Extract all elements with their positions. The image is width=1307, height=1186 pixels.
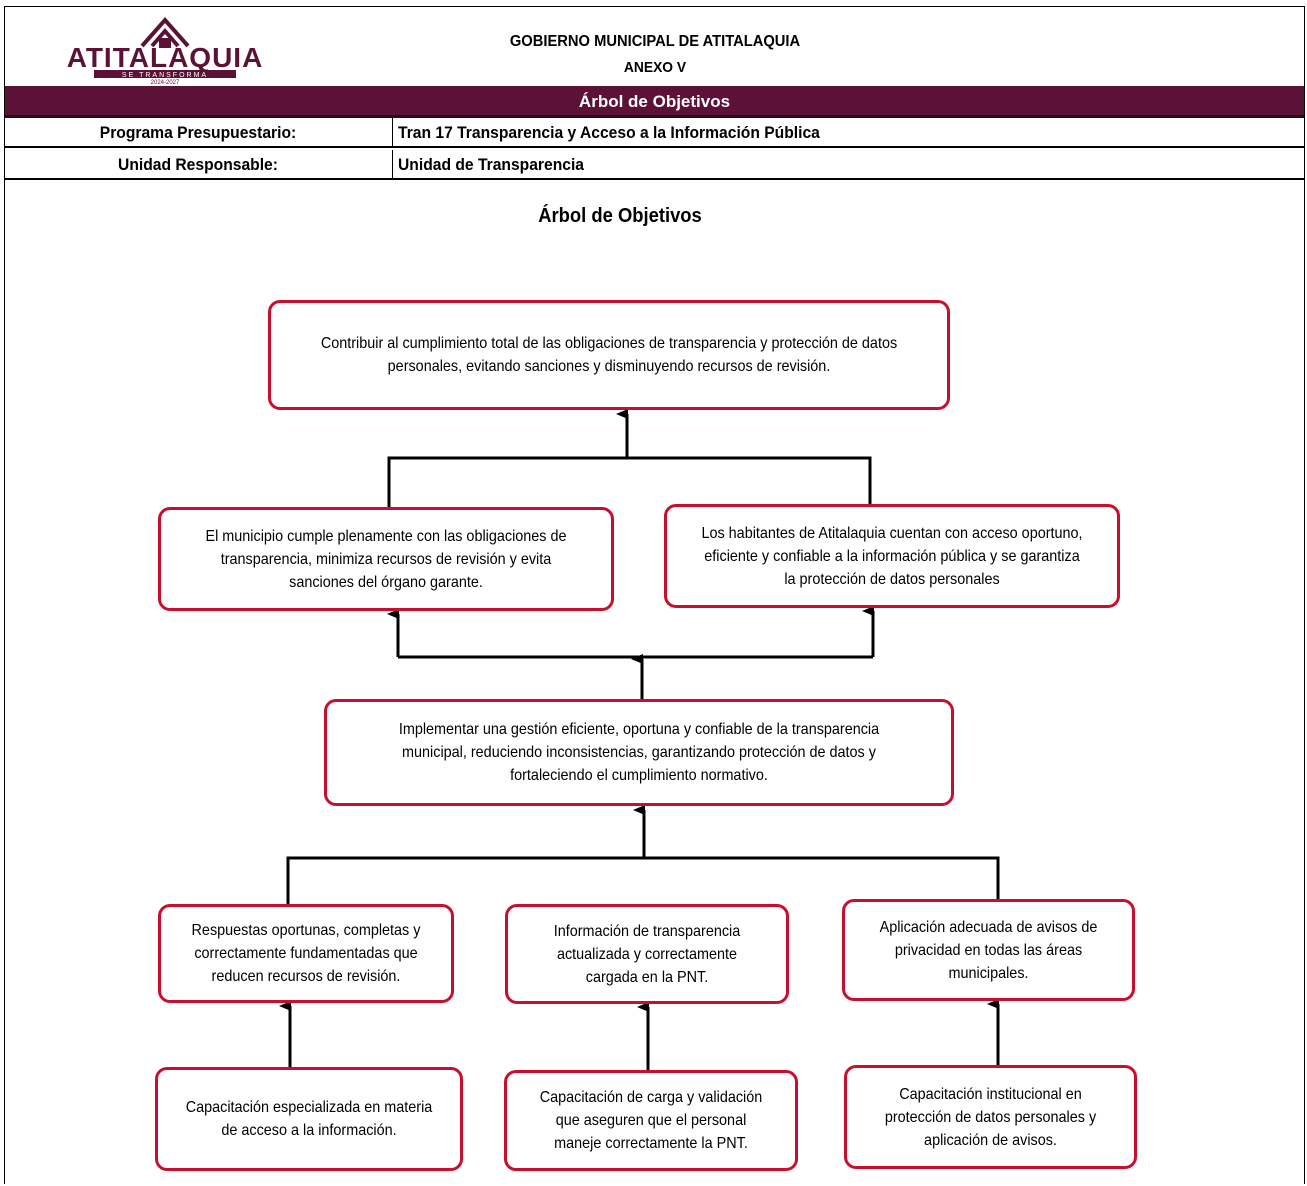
unit-label: Unidad Responsable:	[118, 155, 278, 174]
component-box-3: Aplicación adecuada de avisos de privaci…	[842, 899, 1135, 1001]
purpose-right-text: Los habitantes de Atitalaquia cuentan co…	[701, 524, 1083, 588]
component-2-text: Información de transparencia actualizada…	[553, 922, 741, 986]
purpose-left-text: El municipio cumple plenamente con las o…	[205, 527, 567, 591]
program-label: Programa Presupuestario:	[99, 123, 297, 142]
activity-box-2: Capacitación de carga y validación que a…	[504, 1070, 798, 1171]
activity-3-text: Capacitación institucional en protección…	[884, 1085, 1097, 1149]
government-title: GOBIERNO MUNICIPAL DE ATITALAQUIA	[509, 33, 801, 50]
municipal-logo: ATITALAQUIA SE TRANSFORMA 2024-2027	[67, 16, 264, 84]
program-row: Programa Presupuestario: Tran 17 Transpa…	[5, 118, 1304, 148]
activity-box-1: Capacitación especializada en materia de…	[155, 1067, 463, 1171]
row-divider	[392, 150, 393, 178]
tree-title: Árbol de Objetivos	[538, 205, 702, 227]
goal-box: Contribuir al cumplimiento total de las …	[268, 300, 950, 410]
activity-1-text: Capacitación especializada en materia de…	[185, 1099, 433, 1139]
activity-2-text: Capacitación de carga y validación que a…	[539, 1089, 763, 1152]
component-box-1: Respuestas oportunas, completas y correc…	[158, 904, 454, 1003]
connector-components-bar	[286, 856, 1000, 905]
component-3-text: Aplicación adecuada de avisos de privaci…	[879, 918, 1098, 982]
annex-title: ANEXO V	[623, 59, 687, 76]
logo-slogan: SE TRANSFORMA	[122, 72, 208, 79]
document-frame	[4, 6, 1305, 1184]
central-text: Implementar una gestión eficiente, oport…	[398, 721, 880, 784]
activity-box-3: Capacitación institucional en protección…	[844, 1065, 1137, 1169]
purpose-box-right: Los habitantes de Atitalaquia cuentan co…	[664, 504, 1120, 608]
section-band: Árbol de Objetivos	[5, 86, 1304, 118]
goal-text: Contribuir al cumplimiento total de las …	[320, 335, 898, 375]
unit-row: Unidad Responsable: Unidad de Transparen…	[5, 150, 1304, 180]
central-box: Implementar una gestión eficiente, oport…	[324, 699, 954, 806]
unit-value: Unidad de Transparencia	[398, 155, 585, 174]
row-divider	[392, 118, 393, 146]
connector-purposes-bar	[387, 456, 872, 508]
purpose-box-left: El municipio cumple plenamente con las o…	[158, 507, 614, 611]
component-1-text: Respuestas oportunas, completas y correc…	[191, 922, 421, 985]
program-value: Tran 17 Transparencia y Acceso a la Info…	[398, 123, 820, 142]
logo-years: 2024-2027	[151, 80, 180, 84]
component-box-2: Información de transparencia actualizada…	[505, 904, 789, 1004]
logo-text: ATITALAQUIA	[67, 42, 264, 73]
band-title: Árbol de Objetivos	[578, 92, 731, 111]
